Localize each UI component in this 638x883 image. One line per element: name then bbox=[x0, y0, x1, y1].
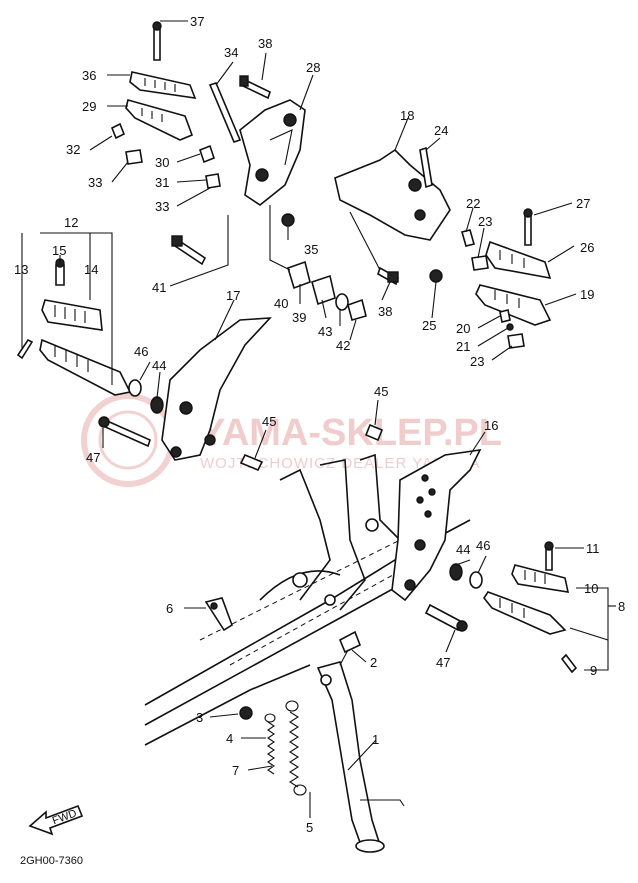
callout-45b: 45 bbox=[262, 414, 276, 429]
front-direction-arrow: FWD bbox=[28, 804, 84, 836]
callout-28: 28 bbox=[306, 60, 320, 75]
watermark: YAMA-SKLEP.PL WOJTECHOWICZ DEALER YAMAHA bbox=[81, 393, 502, 487]
bracket-28 bbox=[239, 99, 306, 206]
footpeg-26 bbox=[485, 240, 552, 280]
bracket-17 bbox=[161, 317, 272, 461]
watermark-sub: WOJTECHOWICZ DEALER YAMAHA bbox=[200, 455, 480, 472]
callout-6: 6 bbox=[166, 601, 173, 616]
side-stand bbox=[316, 661, 405, 853]
callout-labels: 1 2 3 4 5 6 7 8 9 10 11 12 13 14 15 16 1… bbox=[14, 14, 625, 835]
callout-2: 2 bbox=[370, 655, 377, 670]
callout-3: 3 bbox=[196, 710, 203, 725]
callout-9: 9 bbox=[590, 663, 597, 678]
callout-10: 10 bbox=[584, 581, 598, 596]
callout-1: 1 bbox=[372, 732, 379, 747]
frame-section bbox=[144, 453, 471, 746]
callout-32: 32 bbox=[66, 142, 80, 157]
nut-3 bbox=[239, 706, 253, 720]
bracket-16 bbox=[391, 448, 482, 602]
callout-40: 40 bbox=[274, 296, 288, 311]
callout-41: 41 bbox=[152, 280, 166, 295]
callout-33b: 33 bbox=[155, 199, 169, 214]
callout-4: 4 bbox=[226, 731, 233, 746]
callout-13: 13 bbox=[14, 262, 28, 277]
callout-39: 39 bbox=[292, 310, 306, 325]
callout-44b: 44 bbox=[456, 542, 470, 557]
callout-38b: 38 bbox=[378, 304, 392, 319]
callout-31: 31 bbox=[155, 175, 169, 190]
callout-42: 42 bbox=[336, 338, 350, 353]
callout-27: 27 bbox=[576, 196, 590, 211]
front-label: FWD bbox=[51, 807, 79, 827]
callout-5: 5 bbox=[306, 820, 313, 835]
callout-34: 34 bbox=[224, 45, 238, 60]
callout-36: 36 bbox=[82, 68, 96, 83]
callout-33a: 33 bbox=[88, 175, 102, 190]
callout-16: 16 bbox=[484, 418, 498, 433]
callout-44a: 44 bbox=[152, 358, 166, 373]
callout-43: 43 bbox=[318, 324, 332, 339]
bolt-2 bbox=[338, 630, 362, 666]
callout-38a: 38 bbox=[258, 36, 272, 51]
callout-8: 8 bbox=[618, 599, 625, 614]
callout-35: 35 bbox=[304, 242, 318, 257]
callout-47b: 47 bbox=[436, 655, 450, 670]
callout-21: 21 bbox=[456, 339, 470, 354]
callout-15: 15 bbox=[52, 243, 66, 258]
callout-7: 7 bbox=[232, 763, 239, 778]
footpeg-12 bbox=[39, 338, 132, 396]
callout-25: 25 bbox=[422, 318, 436, 333]
bracket-6 bbox=[204, 597, 233, 632]
footpeg-10 bbox=[511, 564, 570, 593]
callout-46a: 46 bbox=[134, 344, 148, 359]
footpeg-8 bbox=[483, 591, 567, 635]
callout-19: 19 bbox=[580, 287, 594, 302]
callout-24: 24 bbox=[434, 123, 448, 138]
callout-47a: 47 bbox=[86, 450, 100, 465]
bracket-18 bbox=[334, 148, 451, 241]
callout-30: 30 bbox=[155, 155, 169, 170]
diagram-code: 2GH00-7360 bbox=[20, 855, 83, 867]
watermark-main: YAMA-SKLEP.PL bbox=[200, 412, 502, 454]
springs bbox=[264, 700, 307, 796]
footpeg-29 bbox=[125, 99, 194, 141]
callout-17: 17 bbox=[226, 288, 240, 303]
callout-20: 20 bbox=[456, 321, 470, 336]
callout-18: 18 bbox=[400, 108, 414, 123]
callout-12: 12 bbox=[64, 215, 78, 230]
small-parts bbox=[16, 21, 578, 674]
leader-lines bbox=[21, 20, 616, 818]
callout-23a: 23 bbox=[478, 214, 492, 229]
callout-14: 14 bbox=[84, 262, 98, 277]
callout-26: 26 bbox=[580, 240, 594, 255]
callout-23b: 23 bbox=[470, 354, 484, 369]
footpeg-14 bbox=[41, 299, 103, 331]
footpeg-36 bbox=[129, 71, 197, 99]
callout-22: 22 bbox=[466, 196, 480, 211]
callout-46b: 46 bbox=[476, 538, 490, 553]
callout-45a: 45 bbox=[374, 384, 388, 399]
callout-29: 29 bbox=[82, 99, 96, 114]
callout-37: 37 bbox=[190, 14, 204, 29]
callout-11: 11 bbox=[586, 541, 600, 556]
footpeg-19 bbox=[475, 284, 552, 326]
